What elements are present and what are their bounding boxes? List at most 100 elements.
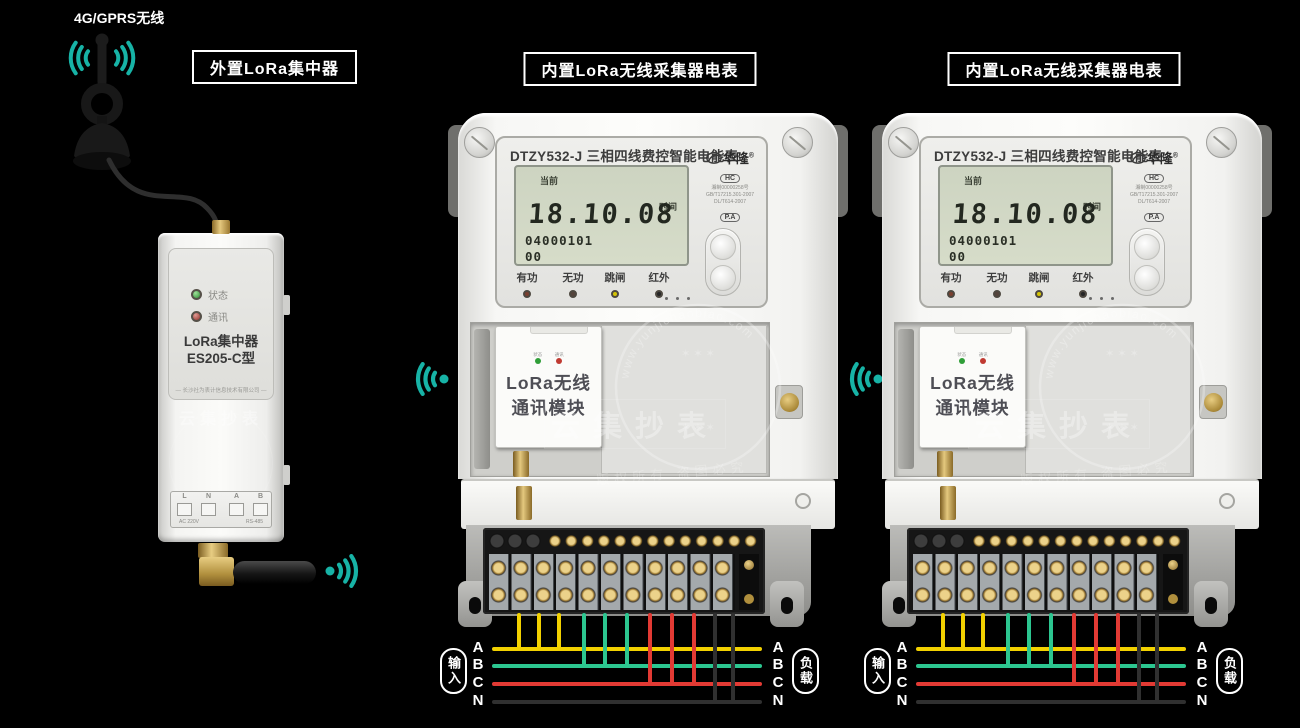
phase-a-wire — [941, 613, 945, 651]
module-notch — [529, 327, 589, 334]
neutral-wire — [731, 613, 735, 704]
case-screw — [1206, 127, 1237, 158]
indicator-label: 无功 — [986, 272, 1008, 284]
lcd-mode-label: 当前 — [964, 176, 983, 186]
indicator-label: 无功 — [562, 272, 584, 284]
phase-letter: C — [772, 674, 784, 691]
terminal-block — [907, 528, 1189, 614]
phase-b-wire — [603, 613, 607, 668]
lcd-display: 当前 时间 18.10.08 04000101 00 — [514, 165, 689, 266]
smart-meter: DTZY532-J 三相四线费控智能电能表 当前 时间 18.10.08 040… — [448, 113, 848, 627]
indicator-label: 跳闸 — [1028, 272, 1050, 284]
phase-letter: A — [896, 639, 908, 656]
svg-text:www.yunjichaobiao.com: www.yunjichaobiao.com — [617, 306, 757, 381]
brand-badge: P.A — [719, 213, 741, 222]
neutral-wire — [1155, 613, 1159, 704]
watermark-stars: ✶ ✶ ✶ — [681, 348, 715, 360]
module-bay: 状态 通讯 LoRa无线 通讯模块 — [894, 322, 1194, 477]
brand-name: 华隆 — [722, 151, 749, 166]
phase-b-wire — [1049, 613, 1053, 668]
terminal-screw-row — [489, 586, 735, 604]
watermark-stamp: www.yunjichaobiao.com ✶ ✶ ✶ ✶ ✶ ✶ — [614, 303, 782, 471]
phase-c-bus — [492, 682, 762, 686]
wiring-diagram: A B C N A B C N 输入 负载 — [864, 605, 1264, 728]
concentrator-panel: 状态 通讯 LoRa集中器 ES205-C型 — 长沙社为表计信息技术有限公司 … — [168, 248, 274, 400]
watermark-stars: ✶ ✶ ✶ — [1105, 348, 1139, 360]
meter-section-label: 内置LoRa无线采集器电表 — [523, 52, 757, 86]
seal-screw — [1199, 385, 1227, 419]
module-status-led — [959, 358, 966, 364]
meter-nameplate: DTZY532-J 三相四线费控智能电能表 当前 时间 18.10.08 040… — [495, 136, 768, 308]
phase-letter: N — [772, 692, 784, 709]
voltage-links — [488, 532, 542, 550]
module-name: LoRa无线 通讯模块 — [506, 373, 591, 418]
status-led-label: 状态 — [208, 291, 228, 302]
case-screw — [464, 127, 495, 158]
load-label: 负载 — [792, 648, 819, 694]
cert-line: 湘制00000258号 — [711, 185, 749, 191]
sma-connector-top — [212, 220, 230, 234]
phase-letter: B — [1196, 656, 1208, 673]
phase-letter: A — [472, 639, 484, 656]
comm-led-label: 通讯 — [208, 313, 228, 324]
din-clip — [283, 295, 290, 315]
lcd-sub-value: 00 — [525, 249, 543, 264]
phase-letter: B — [896, 656, 908, 673]
concentrator-model: LoRa集中器 ES205-C型 — [183, 334, 259, 366]
sma-elbow — [199, 557, 234, 586]
brand-badge: P.A — [1143, 213, 1165, 222]
indicator-label: 跳闸 — [604, 272, 626, 284]
phase-a-wire — [557, 613, 561, 651]
mounting-ear — [770, 581, 804, 627]
terminal-screw-row — [913, 586, 1159, 604]
phase-a-wire — [517, 613, 521, 651]
smart-meter: DTZY532-J 三相四线费控智能电能表 当前 时间 18.10.08 040… — [872, 113, 1272, 627]
registered-mark: ® — [748, 152, 755, 160]
phase-c-wire — [648, 613, 652, 686]
phase-b-wire — [1006, 613, 1010, 668]
seal-hole — [1219, 493, 1235, 509]
terminal-slot — [201, 503, 216, 516]
neutral-wire — [713, 613, 717, 704]
meter-nameplate: DTZY532-J 三相四线费控智能电能表 当前 时间 18.10.08 040… — [919, 136, 1192, 308]
brand-name: 华隆 — [1146, 151, 1173, 166]
phase-c-wire — [1094, 613, 1098, 686]
watermark-brand: 云集抄表 — [544, 399, 727, 449]
phase-letter: N — [472, 692, 484, 709]
cert-line: GB/T17215.301-2007 — [1129, 192, 1179, 198]
power-rating-label: AC 220V — [179, 519, 200, 525]
case-screw — [888, 127, 919, 158]
cert-line: 湘制00000258号 — [1135, 185, 1173, 191]
bay-cover-plate — [601, 325, 767, 474]
terminal-block — [483, 528, 765, 614]
neutral-bus — [492, 700, 762, 704]
lora-antenna — [233, 561, 316, 584]
phase-c-bus — [916, 682, 1186, 686]
trip-led — [1035, 290, 1043, 298]
concentrator-section-label: 外置LoRa集中器 — [192, 50, 358, 84]
watermark-brand: 云集抄表 — [968, 399, 1151, 449]
infrared-window — [655, 290, 668, 300]
terminal-label: N — [205, 493, 212, 500]
lcd-time-label: 时间 — [1082, 202, 1101, 212]
bay-hinge — [898, 329, 914, 469]
rs485-label: RS-485 — [246, 519, 263, 525]
terminal-slot — [177, 503, 192, 516]
module-bay: 状态 通讯 LoRa无线 通讯模块 — [470, 322, 770, 477]
wifi-signal-icon — [849, 362, 883, 396]
phase-b-wire — [1027, 613, 1031, 668]
phase-c-wire — [670, 613, 674, 686]
lora-module: 状态 通讯 LoRa无线 通讯模块 — [495, 326, 602, 448]
terminal-columns — [489, 554, 735, 610]
cert-line: GB/T17215.301-2007 — [705, 192, 755, 198]
bay-hinge — [474, 329, 490, 469]
indicator-row: 有功 无功 跳闸 红外 — [505, 268, 705, 308]
svg-text:www.yunjichaobiao.com: www.yunjichaobiao.com — [1041, 306, 1181, 381]
lcd-mode-label: 当前 — [540, 176, 559, 186]
lora-concentrator: 状态 通讯 LoRa集中器 ES205-C型 — 长沙社为表计信息技术有限公司 … — [158, 220, 290, 542]
infrared-window — [1079, 290, 1092, 300]
lcd-main-value: 18.10.08 — [527, 199, 676, 230]
meter-button-up — [1134, 234, 1160, 260]
phase-letter: B — [472, 656, 484, 673]
phase-letter: N — [896, 692, 908, 709]
